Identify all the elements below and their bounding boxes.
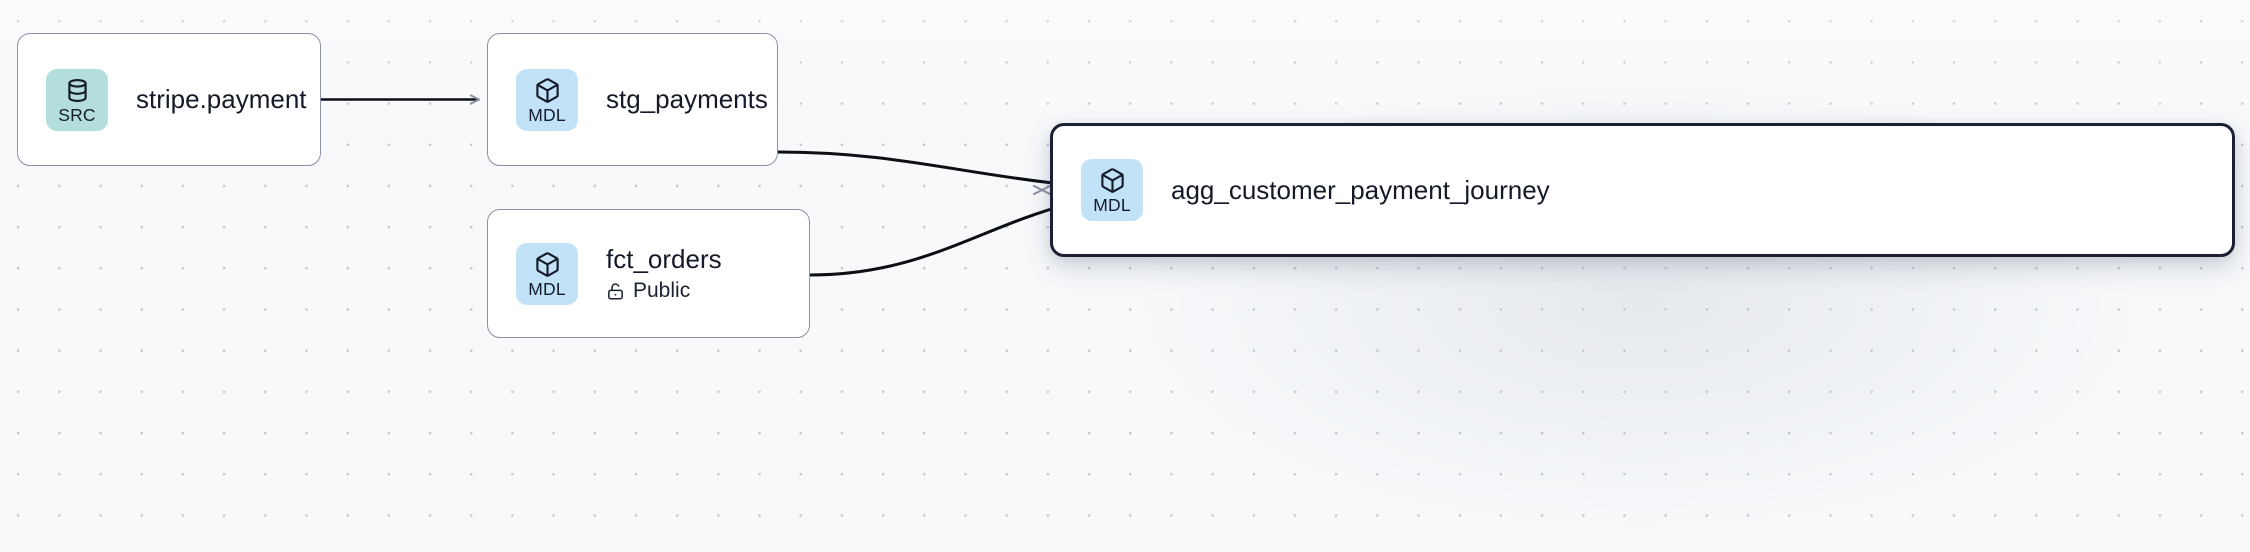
node-body: agg_customer_payment_journey [1171, 175, 1550, 205]
node-kind-badge-src: SRC [46, 68, 108, 131]
node-kind-badge-mdl: MDL [516, 68, 578, 131]
node-title: stg_payments [606, 84, 768, 115]
node-kind-badge-mdl: MDL [516, 242, 578, 305]
node-agg-customer-payment-journey[interactable]: MDL agg_customer_payment_journey [1050, 123, 2235, 257]
database-icon [64, 77, 91, 104]
node-kind-label: MDL [528, 278, 566, 299]
node-title: stripe.payment [136, 84, 307, 115]
cube-icon [534, 251, 561, 278]
node-body: stg_payments [606, 84, 768, 114]
node-fct-orders[interactable]: MDL fct_orders Public [487, 209, 810, 338]
node-title: fct_orders [606, 243, 722, 274]
cube-icon [534, 77, 561, 104]
unlock-icon [606, 282, 625, 301]
node-kind-label: SRC [58, 104, 96, 125]
node-stg-payments[interactable]: MDL stg_payments [487, 33, 778, 166]
cube-icon [1099, 167, 1126, 194]
node-body: fct_orders Public [606, 244, 722, 303]
node-title: agg_customer_payment_journey [1171, 174, 1550, 205]
node-body: stripe.payment [136, 84, 307, 114]
node-visibility: Public [606, 279, 722, 303]
node-kind-label: MDL [528, 104, 566, 125]
node-kind-label: MDL [1093, 195, 1131, 216]
node-visibility-label: Public [633, 279, 691, 302]
node-stripe-payment[interactable]: SRC stripe.payment [17, 33, 321, 166]
node-kind-badge-mdl: MDL [1081, 159, 1143, 221]
